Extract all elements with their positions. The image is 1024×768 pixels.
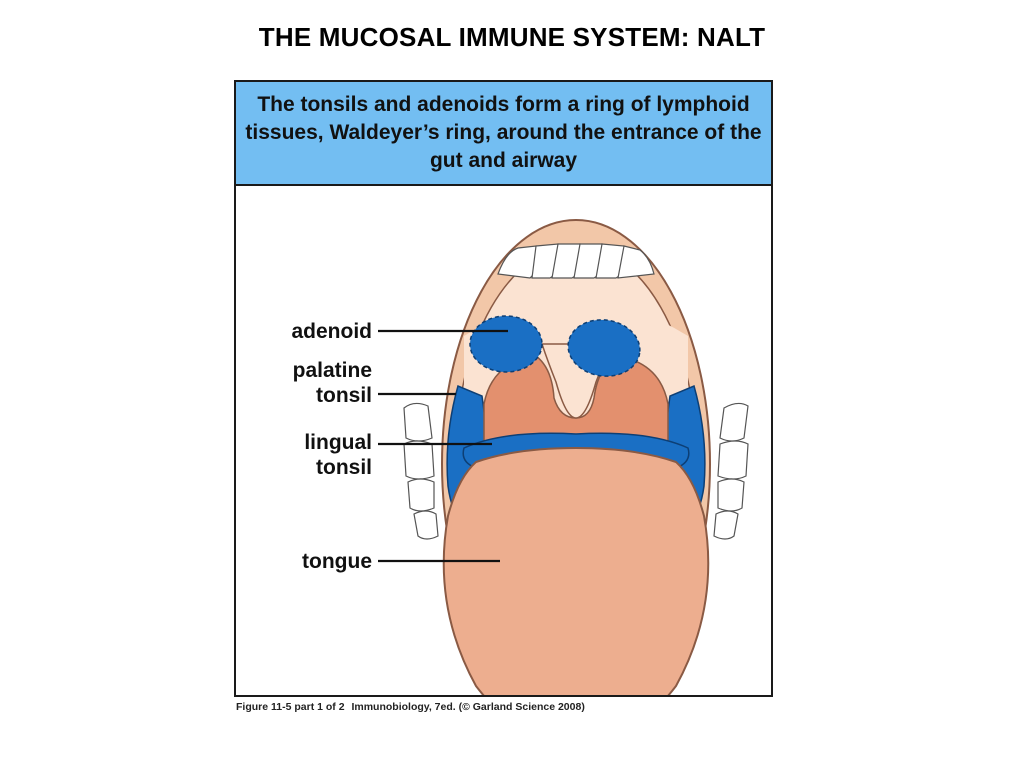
label-lingual-2: tonsil xyxy=(316,456,372,479)
right-teeth xyxy=(713,402,749,540)
figure-caption: The tonsils and adenoids form a ring of … xyxy=(245,93,762,172)
label-tongue: tongue xyxy=(302,550,372,573)
label-lingual-1: lingual xyxy=(304,431,372,454)
adenoid-left xyxy=(469,315,543,373)
tongue-shape xyxy=(442,446,710,695)
label-palatine-2: tonsil xyxy=(316,384,372,407)
upper-teeth xyxy=(497,243,655,279)
mouth-diagram: adenoid palatine tonsil lingual tonsil t… xyxy=(291,219,749,695)
figure-credit: Figure 11-5 part 1 of 2 Immunobiology, 7… xyxy=(236,701,589,713)
left-teeth xyxy=(403,402,439,540)
figure-number: Figure 11-5 part 1 of 2 xyxy=(236,701,345,713)
label-adenoid: adenoid xyxy=(291,320,372,343)
figure-source: Immunobiology, 7ed. (© Garland Science 2… xyxy=(351,701,585,713)
figure-frame: The tonsils and adenoids form a ring of … xyxy=(234,80,773,697)
label-palatine-1: palatine xyxy=(293,359,372,382)
adenoid-right xyxy=(567,319,641,377)
slide-title: THE MUCOSAL IMMUNE SYSTEM: NALT xyxy=(258,22,766,52)
caption-box: The tonsils and adenoids form a ring of … xyxy=(236,82,771,186)
